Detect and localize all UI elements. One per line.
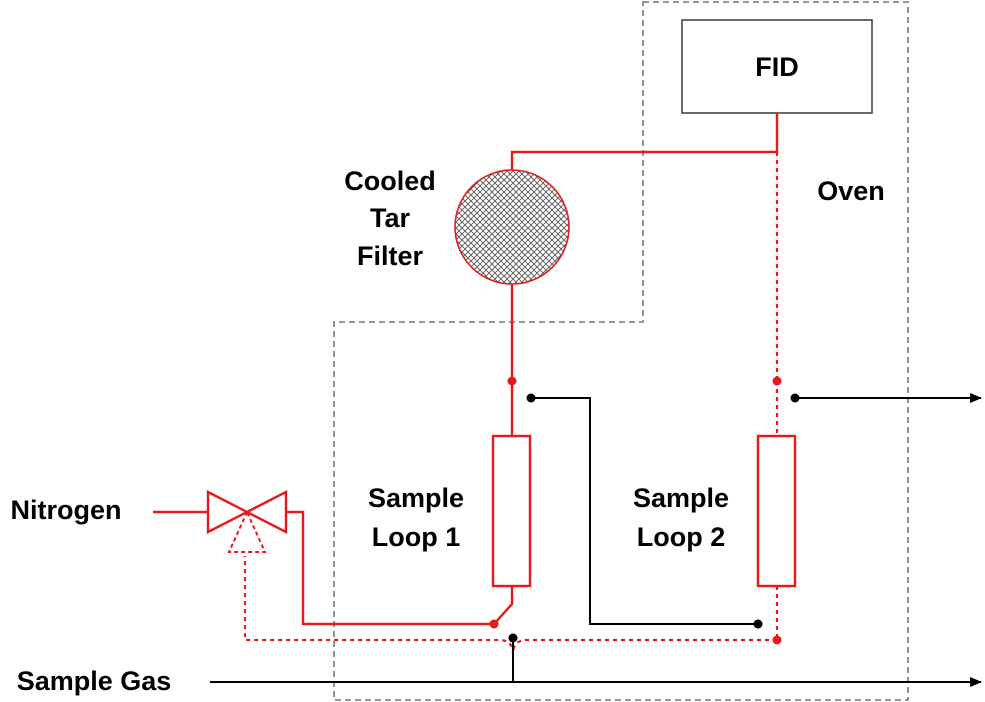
valve-to-loop1-line: [286, 510, 494, 626]
loop1-label-line1: Sample: [368, 483, 464, 513]
fid-detector-box: [681, 19, 873, 114]
loop1-bottom-switch: [493, 586, 514, 625]
filter-label-line2: Tar: [370, 203, 411, 233]
loop1-label-line2: Loop 1: [372, 522, 461, 552]
filter-label-line3: Filter: [357, 241, 424, 271]
black-node-lower-right: [753, 619, 763, 629]
sample-gas-label: Sample Gas: [17, 666, 172, 696]
filter-label-line1: Cooled: [344, 166, 436, 196]
fid-to-filter-line: [510, 113, 779, 170]
oven-boundary: [333, 1, 909, 701]
loop2-label-line1: Sample: [633, 483, 729, 513]
oven-label: Oven: [817, 176, 885, 206]
sample-loop-1: [491, 434, 532, 588]
cooled-tar-filter: [454, 169, 570, 285]
loop2-label-line2: Loop 2: [637, 522, 726, 552]
sample-loop-2: [756, 434, 797, 588]
valve-pilot-icon: [227, 509, 267, 553]
fid-label: FID: [755, 52, 799, 82]
loop-crossover-line: [531, 397, 758, 625]
nitrogen-label: Nitrogen: [11, 495, 122, 525]
